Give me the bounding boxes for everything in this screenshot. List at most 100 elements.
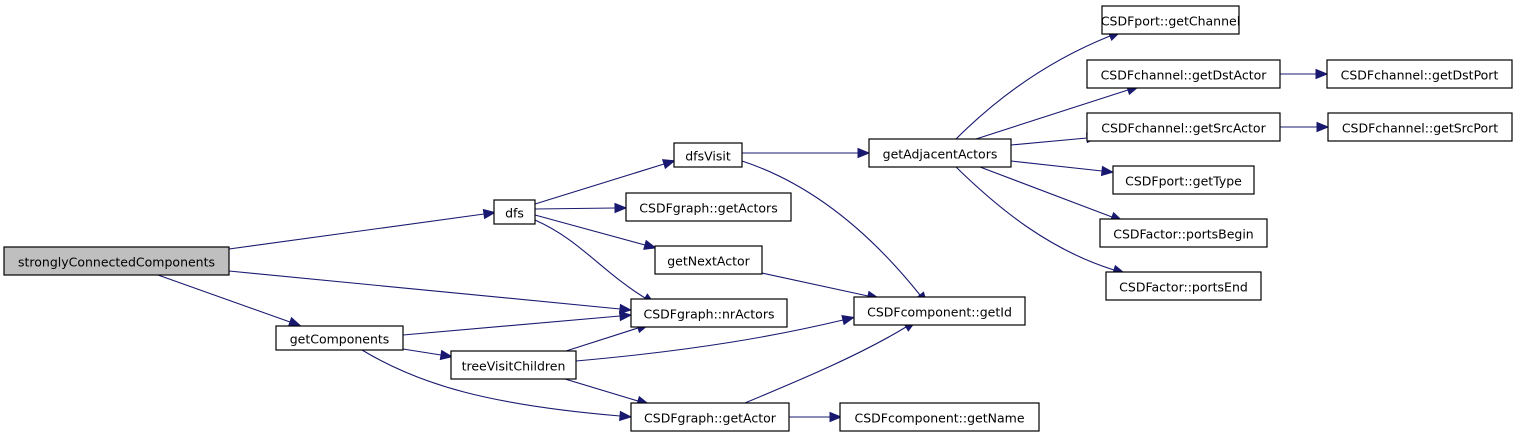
edge-scc-to-nrActors xyxy=(228,270,633,315)
node-getNextActor[interactable]: getNextActor xyxy=(654,245,763,275)
edge-dfs-to-dfsVisit xyxy=(534,159,676,205)
node-portsBegin[interactable]: CSDFactor::portsBegin xyxy=(1099,218,1268,248)
arrowhead-icon xyxy=(614,202,628,214)
node-box[interactable] xyxy=(1101,5,1240,35)
node-getDstActor[interactable]: CSDFchannel::getDstActor xyxy=(1086,59,1281,89)
node-box[interactable] xyxy=(839,402,1040,432)
edge-getAdjacentActors-to-getType xyxy=(1010,160,1115,177)
arrowhead-icon xyxy=(482,208,497,220)
node-box[interactable] xyxy=(630,298,788,328)
node-getSrcPort[interactable]: CSDFchannel::getSrcPort xyxy=(1327,112,1513,142)
edge-line xyxy=(955,166,1115,271)
node-dfs[interactable]: dfs xyxy=(493,199,536,225)
edge-line xyxy=(955,35,1111,140)
node-box[interactable] xyxy=(654,245,763,275)
node-box[interactable] xyxy=(275,325,404,351)
node-getType[interactable]: CSDFport::getType xyxy=(1112,165,1255,195)
edge-line xyxy=(744,326,907,404)
edge-treeVisitChildren-to-getActor xyxy=(564,378,650,406)
node-label: CSDFactor::portsBegin xyxy=(1113,227,1254,242)
node-label: CSDFport::getChannel xyxy=(1101,14,1240,29)
node-label: CSDFgraph::getActor xyxy=(644,411,777,426)
node-getName[interactable]: CSDFcomponent::getName xyxy=(839,402,1040,432)
arrowhead-icon xyxy=(661,159,676,170)
node-label: getAdjacentActors xyxy=(883,147,998,162)
arrowhead-icon xyxy=(1316,121,1330,133)
node-getActors[interactable]: CSDFgraph::getActors xyxy=(625,192,792,222)
node-label: CSDFgraph::nrActors xyxy=(644,307,775,322)
node-box[interactable] xyxy=(625,192,792,222)
node-box[interactable] xyxy=(853,296,1026,326)
edge-scc-to-getComponents xyxy=(157,274,302,327)
node-label: CSDFchannel::getDstActor xyxy=(1101,68,1268,83)
edge-dfs-to-getActors xyxy=(534,202,628,214)
arrowhead-icon xyxy=(618,303,633,315)
node-box[interactable] xyxy=(3,246,230,276)
node-label: dfsVisit xyxy=(685,149,731,164)
edge-line xyxy=(157,274,291,323)
node-getDstPort[interactable]: CSDFchannel::getDstPort xyxy=(1326,59,1513,89)
node-box[interactable] xyxy=(673,142,743,168)
node-portsEnd[interactable]: CSDFactor::portsEnd xyxy=(1105,271,1262,301)
node-getAdjacentActors[interactable]: getAdjacentActors xyxy=(868,138,1012,168)
node-box[interactable] xyxy=(630,402,790,432)
edge-line xyxy=(564,378,639,402)
edge-line xyxy=(361,349,621,417)
edge-treeVisitChildren-to-nrActors xyxy=(565,323,650,352)
nodes-layer: stronglyConnectedComponentsdfsdfsVisitCS… xyxy=(3,5,1513,432)
node-label: CSDFgraph::getActors xyxy=(639,201,777,216)
node-label: CSDFchannel::getSrcActor xyxy=(1101,121,1266,136)
edge-line xyxy=(565,327,639,352)
node-box[interactable] xyxy=(1326,59,1513,89)
node-getId[interactable]: CSDFcomponent::getId xyxy=(853,296,1026,326)
edge-dfs-to-nrActors xyxy=(534,219,656,305)
arrowhead-icon xyxy=(1100,165,1115,177)
edge-getComponents-to-getActor xyxy=(361,349,633,422)
edge-line xyxy=(534,214,646,246)
node-label: CSDFchannel::getSrcPort xyxy=(1342,121,1498,136)
node-label: CSDFport::getType xyxy=(1125,174,1242,189)
edge-line xyxy=(741,160,921,296)
edge-line xyxy=(1010,137,1088,146)
node-box[interactable] xyxy=(868,138,1012,168)
node-box[interactable] xyxy=(1086,112,1281,142)
edge-getActor-to-getId xyxy=(744,320,917,404)
node-label: CSDFcomponent::getName xyxy=(854,411,1024,426)
node-dfsVisit[interactable]: dfsVisit xyxy=(673,142,743,168)
node-treeVisitChildren[interactable]: treeVisitChildren xyxy=(450,350,577,380)
edge-line xyxy=(1010,160,1103,172)
node-box[interactable] xyxy=(1099,218,1268,248)
node-getSrcActor[interactable]: CSDFchannel::getSrcActor xyxy=(1086,112,1281,142)
node-label: CSDFchannel::getDstPort xyxy=(1341,68,1499,83)
arrowhead-icon xyxy=(287,316,302,327)
node-box[interactable] xyxy=(1086,59,1281,89)
arrowhead-icon xyxy=(829,411,843,423)
edge-getNextActor-to-getId xyxy=(761,272,881,302)
node-label: CSDFactor::portsEnd xyxy=(1119,280,1248,295)
edge-line xyxy=(534,163,665,205)
node-nrActors[interactable]: CSDFgraph::nrActors xyxy=(630,298,788,328)
node-scc[interactable]: stronglyConnectedComponents xyxy=(3,246,230,276)
node-box[interactable] xyxy=(1327,112,1513,142)
edge-line xyxy=(575,319,844,362)
arrowhead-icon xyxy=(619,410,633,422)
node-box[interactable] xyxy=(1105,271,1262,301)
node-label: treeVisitChildren xyxy=(462,359,566,374)
edge-scc-to-dfs xyxy=(228,208,497,250)
arrowhead-icon xyxy=(857,147,871,159)
edge-line xyxy=(979,166,1113,218)
node-box[interactable] xyxy=(493,199,536,225)
node-label: dfs xyxy=(505,206,524,221)
node-label: CSDFcomponent::getId xyxy=(867,305,1012,320)
node-box[interactable] xyxy=(1112,165,1255,195)
edge-getActor-to-getName xyxy=(789,411,843,423)
edge-getAdjacentActors-to-getSrcActor xyxy=(1010,132,1100,146)
node-getComponents[interactable]: getComponents xyxy=(275,325,404,351)
node-getActor[interactable]: CSDFgraph::getActor xyxy=(630,402,790,432)
arrowhead-icon xyxy=(619,310,633,322)
arrowhead-icon xyxy=(1315,68,1329,80)
edge-line xyxy=(761,272,869,297)
node-box[interactable] xyxy=(450,350,577,380)
node-getChannel[interactable]: CSDFport::getChannel xyxy=(1101,5,1240,35)
edge-getDstActor-to-getDstPort xyxy=(1280,68,1329,80)
